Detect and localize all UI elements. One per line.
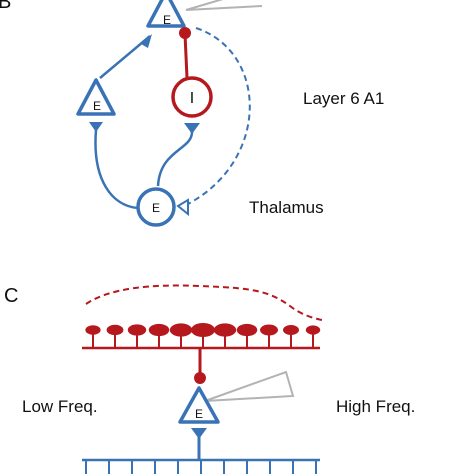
- center-excitatory-neuron: E: [178, 386, 220, 439]
- inhibitory-bouton: [213, 323, 237, 337]
- inhibitory-bouton: [191, 323, 215, 337]
- inhibitory-bouton: [85, 325, 101, 335]
- thalamic-feedback-dashed: [187, 27, 251, 205]
- inhibitory-bouton: [236, 323, 258, 337]
- low-freq-label: Low Freq.: [22, 397, 98, 416]
- inhibitory-bouton: [283, 325, 299, 335]
- inhibitory-bouton: [305, 325, 321, 335]
- left-to-top-arrowhead: [141, 34, 152, 48]
- thalamic-feedback-arrowhead: [176, 198, 189, 217]
- left-excitatory-neuron: E: [76, 78, 116, 132]
- panel-c-letter: C: [4, 285, 18, 307]
- inhibitory-tuning-curve: [85, 284, 323, 321]
- top-excitatory-neuron: E: [146, 0, 186, 28]
- electrode-c: [204, 370, 295, 402]
- left-excitatory-label: E: [93, 99, 101, 113]
- thalamic-excitatory-label: E: [152, 201, 160, 215]
- inhibitory-label: I: [190, 90, 194, 107]
- inhibitory-boutons: [85, 323, 321, 348]
- panel-b-letter: B: [0, 0, 11, 13]
- thalamus-label: Thalamus: [249, 198, 324, 217]
- inhibitory-to-thalamus-connection: [156, 131, 194, 187]
- top-excitatory-label: E: [163, 13, 171, 27]
- inhibitory-input-top: [179, 27, 191, 79]
- center-excitatory-label: E: [195, 407, 203, 421]
- high-freq-label: High Freq.: [336, 397, 415, 416]
- inhibitory-bouton: [148, 323, 170, 337]
- left-to-top-connection: [99, 35, 151, 79]
- inhibitory-bouton: [127, 324, 147, 336]
- left-to-thalamus-connection: [94, 129, 139, 210]
- electrode-b: [185, 0, 263, 11]
- layer-label: Layer 6 A1: [303, 89, 384, 108]
- inhibitory-bouton: [260, 324, 278, 336]
- inhibitory-bouton: [106, 324, 124, 336]
- inhibitory-neuron: I: [171, 76, 213, 134]
- panel-b: B E E I: [0, 0, 384, 227]
- inhibitory-synapse: [194, 372, 206, 384]
- inhibitory-bouton: [169, 323, 193, 337]
- thalamic-excitatory-neuron: E: [136, 187, 176, 227]
- excitatory-inputs: [85, 460, 317, 474]
- panel-c: C E Low Freq. High Freq.: [4, 284, 415, 474]
